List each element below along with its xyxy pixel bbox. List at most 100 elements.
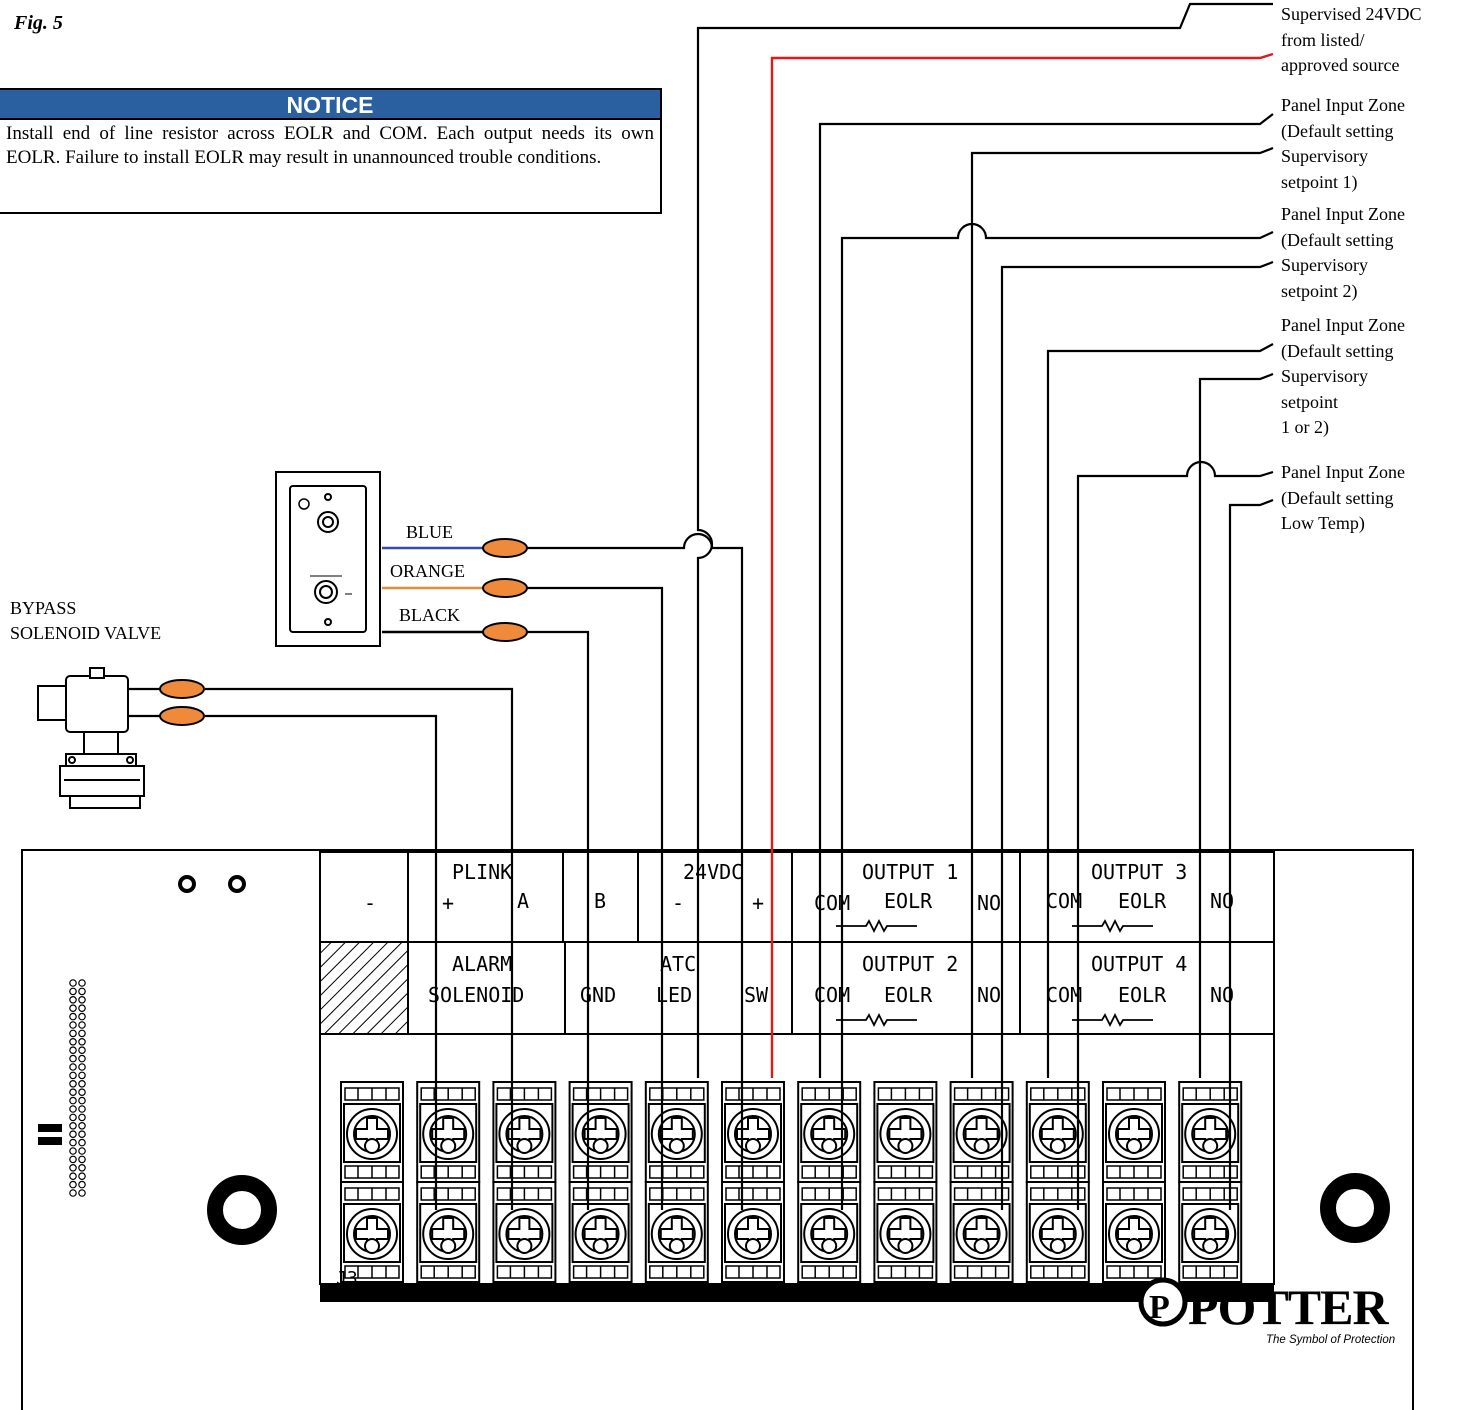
header-pin bbox=[69, 1138, 77, 1147]
screw-terminal bbox=[1102, 1181, 1166, 1283]
header-pin bbox=[78, 1189, 86, 1197]
label-minus: - bbox=[364, 891, 376, 915]
header-pin bbox=[78, 1054, 86, 1063]
screw-terminal bbox=[721, 1181, 785, 1283]
screw-terminal bbox=[492, 1081, 557, 1183]
resistor-symbol bbox=[836, 918, 917, 934]
header-pin bbox=[69, 995, 77, 1004]
solenoid-valve bbox=[37, 667, 145, 809]
label-eolr: EOLR bbox=[884, 889, 933, 913]
wire-label-blue: BLUE bbox=[406, 522, 453, 542]
header-pin bbox=[78, 1113, 86, 1122]
label-gnd: GND bbox=[580, 983, 616, 1007]
wire-nut bbox=[482, 578, 528, 598]
resistor-symbol bbox=[836, 1012, 917, 1028]
label-output-2: OUTPUT 2 bbox=[862, 952, 958, 976]
side-label-24vdc: Supervised 24VDC from listed/ approved s… bbox=[1281, 4, 1422, 75]
header-pin bbox=[69, 1180, 77, 1189]
figure-label: Fig. 5 bbox=[14, 12, 63, 34]
header-pin bbox=[69, 1172, 77, 1181]
screw-terminal-block bbox=[319, 1033, 1275, 1302]
led-indicator bbox=[178, 875, 196, 893]
board-label: J3 bbox=[336, 1268, 358, 1289]
label-com: COM bbox=[1046, 889, 1082, 913]
label-alarm: ALARM bbox=[452, 952, 512, 976]
wire-black-to-gnd bbox=[527, 630, 590, 1210]
side-label-zone-3: Panel Input Zone (Default setting Superv… bbox=[1281, 315, 1405, 437]
label-vdc-plus: + bbox=[752, 891, 764, 915]
screw-terminal bbox=[949, 1181, 1014, 1283]
label-24vdc: 24VDC bbox=[683, 860, 743, 884]
header-pin bbox=[69, 1155, 77, 1164]
screw-terminal bbox=[1178, 1081, 1243, 1183]
wire-nut bbox=[159, 706, 205, 726]
header-pin bbox=[78, 1164, 86, 1172]
wire-label-black: BLACK bbox=[399, 605, 461, 625]
switch-plate bbox=[275, 471, 381, 647]
label-plink: PLINK bbox=[452, 860, 512, 884]
header-pin bbox=[69, 1021, 77, 1029]
screw-terminal bbox=[340, 1081, 404, 1183]
wire-connectors bbox=[159, 538, 528, 726]
valve-label: BYPASS SOLENOID VALVE bbox=[10, 598, 162, 643]
header-pin bbox=[69, 1046, 77, 1055]
side-label-zone-4: Panel Input Zone (Default setting Low Te… bbox=[1281, 462, 1405, 533]
header-pin bbox=[78, 1021, 86, 1029]
header-pin bbox=[69, 1071, 77, 1080]
label-no: NO bbox=[977, 891, 1001, 915]
header-pin bbox=[69, 1105, 77, 1113]
screw-terminal bbox=[1102, 1081, 1166, 1183]
screw-terminal bbox=[873, 1081, 938, 1183]
header-pin bbox=[78, 1004, 86, 1013]
label-b: B bbox=[594, 889, 606, 913]
wire-output3-com bbox=[1046, 343, 1274, 1078]
pin-header bbox=[69, 979, 86, 1197]
logo-tagline: The Symbol of Protection bbox=[1266, 1334, 1396, 1346]
header-pin bbox=[78, 1096, 86, 1105]
wires bbox=[125, 2, 1274, 1210]
header-pin bbox=[69, 987, 77, 996]
resistor-symbol bbox=[1072, 1012, 1153, 1028]
wire-output1-com bbox=[818, 113, 1274, 1078]
wire-24vdc-negative bbox=[696, 2, 1273, 1078]
header-pin bbox=[69, 1038, 77, 1046]
header-pin bbox=[78, 1138, 86, 1147]
wire-output3-no bbox=[1198, 372, 1274, 1078]
header-pin bbox=[78, 1172, 86, 1181]
terminal-label-block: PLINK - + A B 24VDC - + OUTPUT 1 COM EOL… bbox=[319, 851, 1275, 1035]
board-outline bbox=[21, 849, 1414, 1410]
header-pin bbox=[78, 1105, 86, 1113]
header-pin bbox=[78, 995, 86, 1004]
header-pin bbox=[69, 1113, 77, 1122]
screw-terminal bbox=[1025, 1181, 1090, 1283]
header-pin bbox=[69, 1004, 77, 1013]
wire-output4-no bbox=[1228, 498, 1274, 1210]
header-pin bbox=[78, 1063, 86, 1071]
led-indicator bbox=[228, 875, 246, 893]
header-pin bbox=[69, 1088, 77, 1097]
label-eolr: EOLR bbox=[1118, 889, 1167, 913]
header-pin bbox=[78, 1029, 86, 1038]
label-output-1: OUTPUT 1 bbox=[862, 860, 958, 884]
header-pin bbox=[78, 1071, 86, 1080]
logo-wordmark: POTTER bbox=[1188, 1279, 1389, 1335]
label-output-4: OUTPUT 4 bbox=[1091, 952, 1187, 976]
label-no: NO bbox=[977, 983, 1001, 1007]
screw-terminal bbox=[644, 1081, 709, 1183]
wire-orange-to-led bbox=[527, 586, 664, 1210]
header-pin bbox=[78, 1147, 86, 1155]
header-pin bbox=[69, 1080, 77, 1088]
screw-terminal bbox=[340, 1181, 404, 1283]
header-pin bbox=[69, 1096, 77, 1105]
logo-glyph: P bbox=[1149, 1289, 1170, 1326]
header-pin bbox=[69, 1147, 77, 1155]
label-solenoid: SOLENOID bbox=[428, 983, 524, 1007]
header-pin bbox=[69, 979, 77, 987]
screw-terminal bbox=[1178, 1181, 1243, 1283]
wire-nut bbox=[482, 622, 528, 642]
header-pin bbox=[78, 1130, 86, 1139]
wire-label-orange: ORANGE bbox=[390, 561, 465, 581]
hatched-block bbox=[319, 941, 409, 1035]
label-com: COM bbox=[1046, 983, 1082, 1007]
